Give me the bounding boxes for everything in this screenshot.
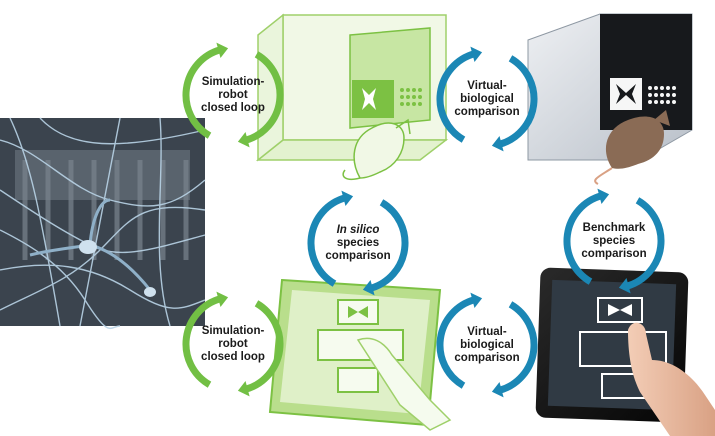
neural-network-image bbox=[0, 117, 206, 330]
bottom-mid-loop bbox=[436, 292, 538, 398]
loop-arc bbox=[369, 199, 409, 292]
bottom-left-loop bbox=[182, 291, 284, 397]
right-loop bbox=[563, 188, 665, 294]
loop-arc bbox=[625, 197, 665, 290]
top-mid-loop bbox=[436, 46, 538, 152]
loop-arrowhead-icon bbox=[618, 278, 631, 294]
loop-arrowhead-icon bbox=[362, 280, 375, 296]
loop-arc bbox=[307, 194, 347, 287]
loop-arrowhead-icon bbox=[216, 42, 229, 58]
loop-arrowhead-icon bbox=[491, 136, 504, 152]
loop-arc bbox=[182, 295, 222, 388]
loop-arc bbox=[436, 50, 476, 143]
loop-arrowhead-icon bbox=[237, 132, 250, 148]
loop-arc bbox=[436, 296, 476, 389]
loop-arc bbox=[244, 300, 284, 393]
virtual-operant-box-icon bbox=[255, 13, 449, 181]
loop-arrowhead-icon bbox=[470, 46, 483, 62]
loop-arrowhead-icon bbox=[597, 188, 610, 204]
loop-arrowhead-icon bbox=[341, 190, 354, 206]
loop-arrowhead-icon bbox=[216, 291, 229, 307]
center-loop bbox=[307, 190, 409, 296]
loop-arc bbox=[244, 51, 284, 144]
virtual-touchscreen-icon bbox=[268, 278, 452, 431]
operant-chamber-icon bbox=[527, 13, 693, 185]
loop-arc bbox=[498, 55, 538, 148]
top-left-loop bbox=[182, 42, 284, 148]
loop-arc bbox=[563, 192, 603, 285]
touchscreen-tablet-icon bbox=[535, 267, 715, 436]
loop-arrowhead-icon bbox=[237, 381, 250, 397]
loop-arc bbox=[182, 46, 222, 139]
loop-arc bbox=[498, 301, 538, 394]
loop-arrowhead-icon bbox=[470, 292, 483, 308]
loop-arrowhead-icon bbox=[491, 382, 504, 398]
